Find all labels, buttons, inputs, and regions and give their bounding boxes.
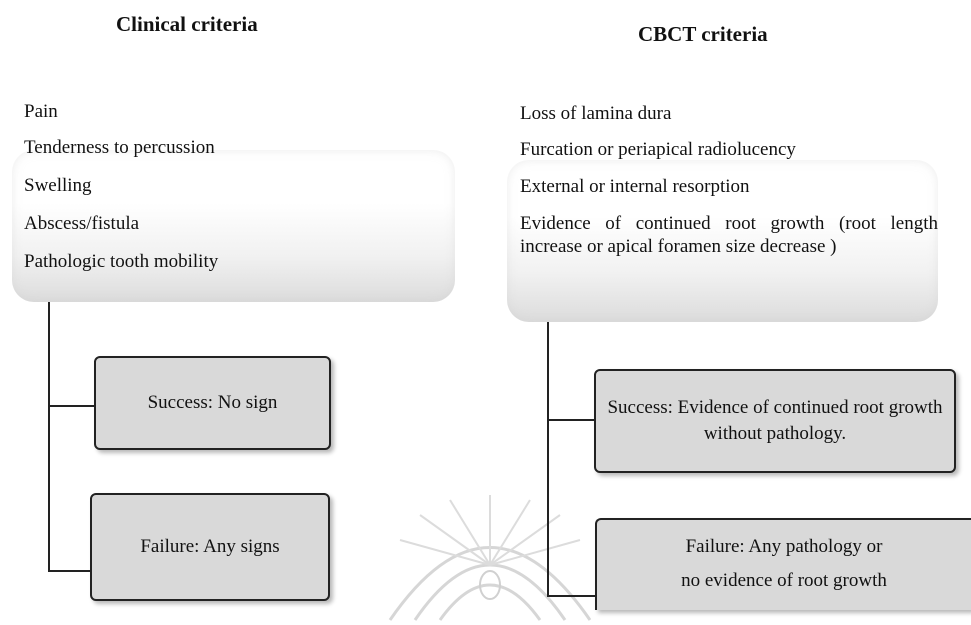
clinical-connector-failure [48,570,90,572]
clinical-success-label: Success: No sign [147,392,278,413]
clinical-failure-box: Failure: Any signs [90,493,330,601]
clinical-success-box: Success: No sign [94,356,331,450]
cbct-criteria-item: Furcation or periapical radiolucency [520,139,796,160]
cbct-criteria-item: Evidence of continued root growth (root … [520,213,938,257]
clinical-criteria-item: Abscess/fistula [24,213,140,234]
cbct-criteria-item: Loss of lamina dura [520,103,672,124]
clinical-criteria-title: Clinical criteria [116,12,258,36]
cbct-success-box: Success: Evidence of continued root grow… [594,369,956,473]
cbct-connector-vertical [547,322,549,597]
cbct-failure-box: Failure: Any pathology or no evidence of… [595,518,971,610]
clinical-failure-label: Failure: Any signs [140,536,280,557]
clinical-criteria-item: Pain [24,101,58,122]
clinical-criteria-item: Swelling [24,175,92,196]
cbct-failure-line-2: no evidence of root growth [681,570,887,591]
clinical-connector-success [48,405,94,407]
clinical-criteria-item: Tenderness to percussion [24,137,215,158]
clinical-connector-vertical [48,302,50,572]
cbct-failure-label: Failure: Any pathology or no evidence of… [681,534,887,594]
cbct-connector-success [547,419,594,421]
cbct-success-label: Success: Evidence of continued root grow… [607,397,943,444]
cbct-criteria-title: CBCT criteria [638,22,768,46]
cbct-criteria-item: External or internal resorption [520,176,750,197]
cbct-connector-failure [547,595,595,597]
clinical-criteria-box [12,150,455,302]
cbct-criteria-box [507,160,938,322]
clinical-criteria-item: Pathologic tooth mobility [24,251,219,272]
university-seal-watermark [388,495,592,621]
cbct-failure-line-1: Failure: Any pathology or [685,536,883,557]
